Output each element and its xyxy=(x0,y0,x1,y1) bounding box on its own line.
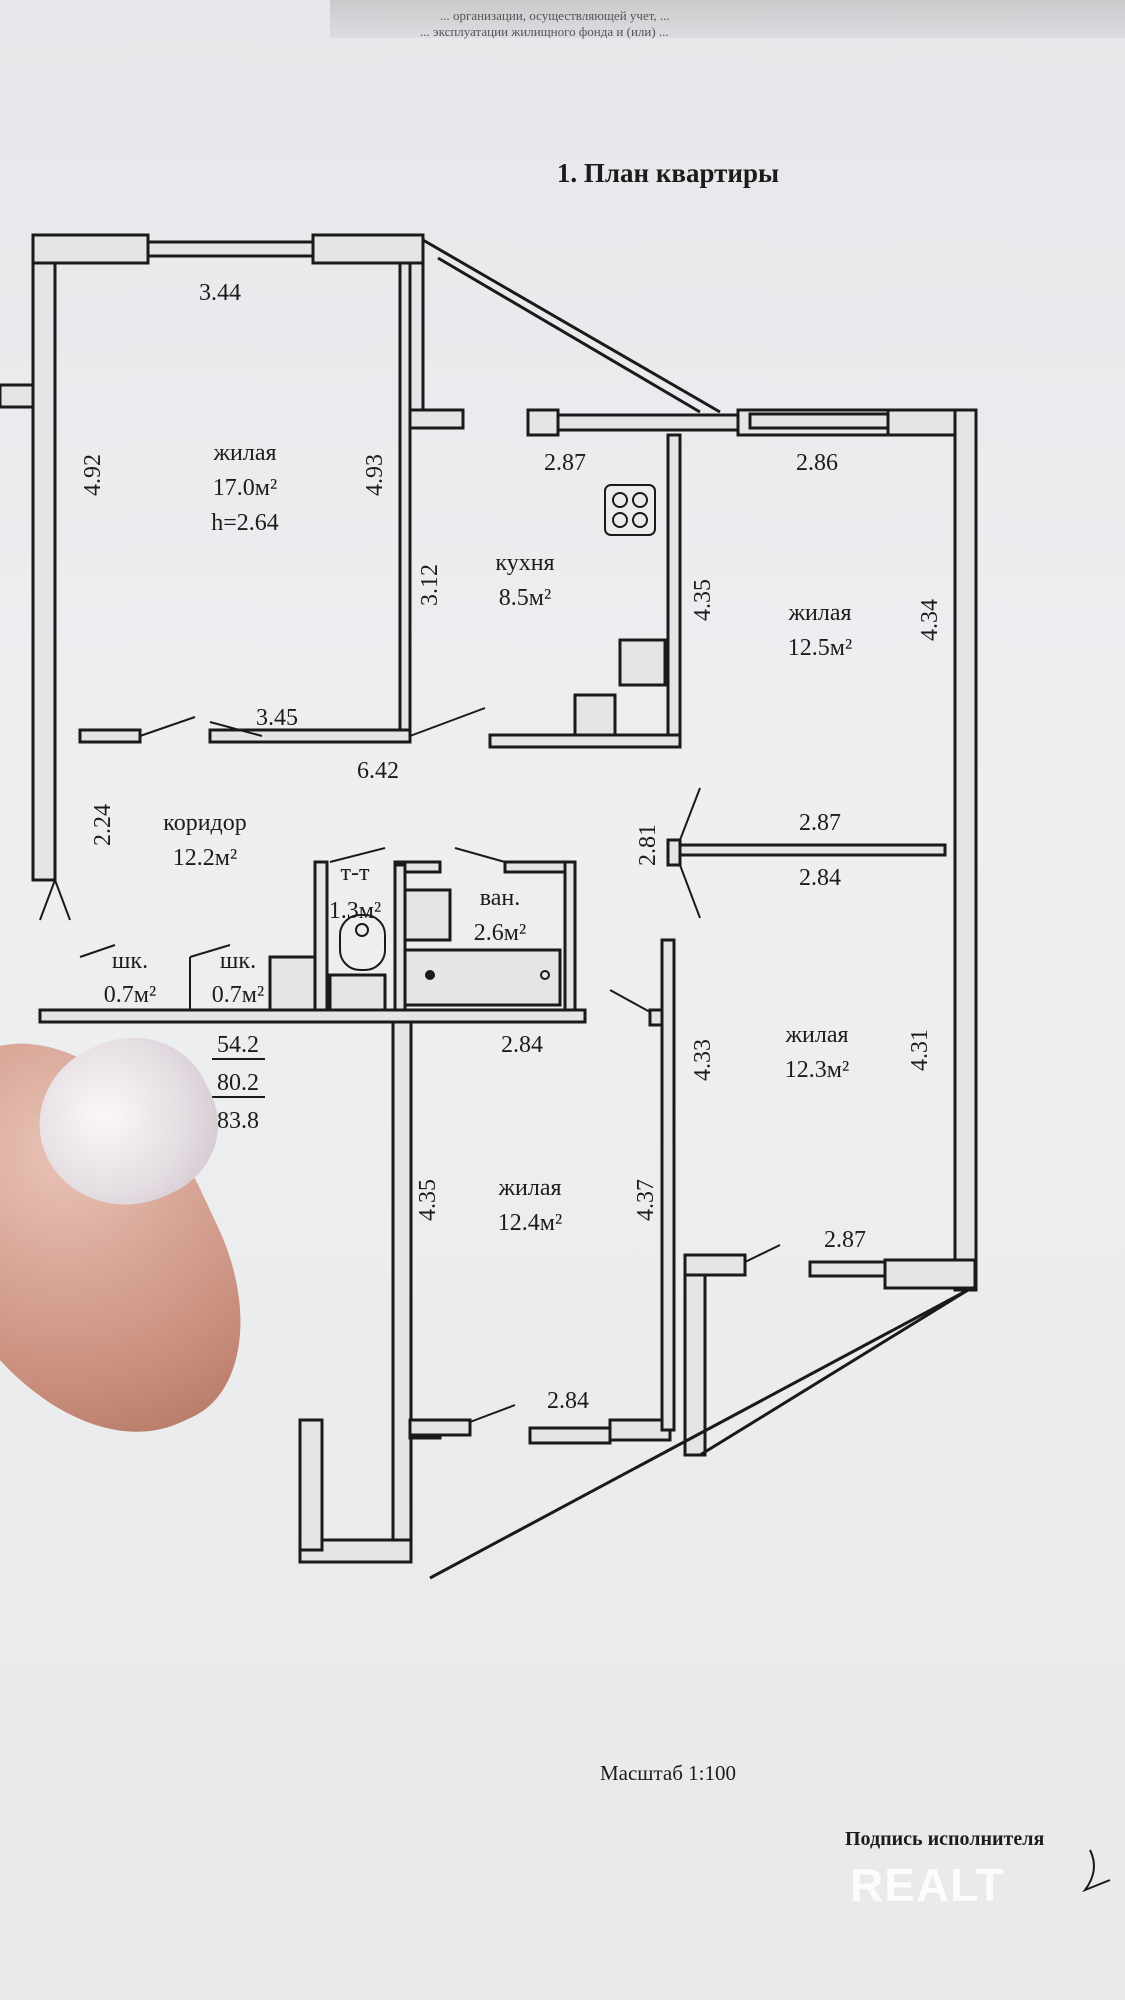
dim-2-84-corr: 2.84 xyxy=(501,1032,543,1058)
room3-name: жилая xyxy=(784,1022,848,1048)
walls xyxy=(0,233,978,1580)
dim-4-93: 4.93 xyxy=(362,454,388,496)
room1-height: h=2.64 xyxy=(211,510,279,536)
dim-4-37: 4.37 xyxy=(633,1179,659,1221)
room2-name: жилая xyxy=(787,600,851,626)
window-bottom xyxy=(528,1426,612,1445)
document-header-line2: ... эксплуатации жилищного фонда и (или)… xyxy=(420,24,669,39)
dim-4-92: 4.92 xyxy=(80,454,106,496)
kitchen-area: 8.5м² xyxy=(499,585,551,611)
signature-mark xyxy=(1082,1849,1111,1893)
dim-2-24: 2.24 xyxy=(90,804,116,846)
dim-2-86: 2.86 xyxy=(796,450,838,476)
room2-area: 12.5м² xyxy=(788,635,852,661)
total-area: 80.2 xyxy=(217,1070,259,1096)
total-area-with-balcony: 83.8 xyxy=(217,1108,259,1134)
dim-2-84-bot: 2.84 xyxy=(547,1388,589,1414)
dim-3-44: 3.44 xyxy=(199,280,241,306)
window-room3 xyxy=(808,1260,887,1278)
dim-3-12: 3.12 xyxy=(417,564,443,606)
corridor-name: коридор xyxy=(163,810,247,836)
dim-2-81: 2.81 xyxy=(635,824,661,866)
toilet-area: 1.3м² xyxy=(329,898,381,924)
wall-left xyxy=(31,233,57,882)
window-top-left xyxy=(146,240,315,258)
closet1-area: 0.7м² xyxy=(104,982,156,1008)
room3-area: 12.3м² xyxy=(785,1057,849,1083)
window-room2 xyxy=(748,412,892,430)
closet1-name: шк. xyxy=(112,948,148,974)
scale-label: Масштаб 1:100 xyxy=(600,1761,736,1785)
document-header-line1: ... организации, осуществляющей учет, ..… xyxy=(440,8,670,23)
wall-corridor-bottom xyxy=(38,1008,587,1024)
room4-area: 12.4м² xyxy=(498,1210,562,1236)
dim-4-35-top: 4.35 xyxy=(690,579,716,621)
watermark: REALT xyxy=(850,1859,1005,1911)
dim-4-34: 4.34 xyxy=(917,599,943,641)
window-kitchen xyxy=(556,413,740,432)
room1-area: 17.0м² xyxy=(213,475,277,501)
closet2-name: шк. xyxy=(220,948,256,974)
wall-right xyxy=(953,408,978,1292)
living-area-total: 54.2 xyxy=(217,1032,259,1058)
closet2-area: 0.7м² xyxy=(212,982,264,1008)
plastic-sleeve xyxy=(330,0,1125,38)
corridor-area: 12.2м² xyxy=(173,845,237,871)
signature-label: Подпись исполнителя xyxy=(845,1828,1044,1850)
room4-name: жилая xyxy=(497,1175,561,1201)
bath-name: ван. xyxy=(480,885,521,911)
toilet-name: т-т xyxy=(341,860,370,886)
dim-2-84-mid: 2.84 xyxy=(799,865,841,891)
dim-4-31: 4.31 xyxy=(907,1029,933,1071)
bath-area: 2.6м² xyxy=(474,920,526,946)
dim-4-33: 4.33 xyxy=(690,1039,716,1081)
dim-2-87-top: 2.87 xyxy=(544,450,586,476)
plan-title: 1. План квартиры xyxy=(557,158,779,188)
kitchen-name: кухня xyxy=(495,550,554,576)
room1-name: жилая xyxy=(212,440,276,466)
dim-4-35-bot: 4.35 xyxy=(415,1179,441,1221)
dim-2-87-bot: 2.87 xyxy=(824,1227,866,1253)
dim-2-87-mid: 2.87 xyxy=(799,810,841,836)
dim-3-45: 3.45 xyxy=(256,705,298,731)
dim-6-42: 6.42 xyxy=(357,758,399,784)
